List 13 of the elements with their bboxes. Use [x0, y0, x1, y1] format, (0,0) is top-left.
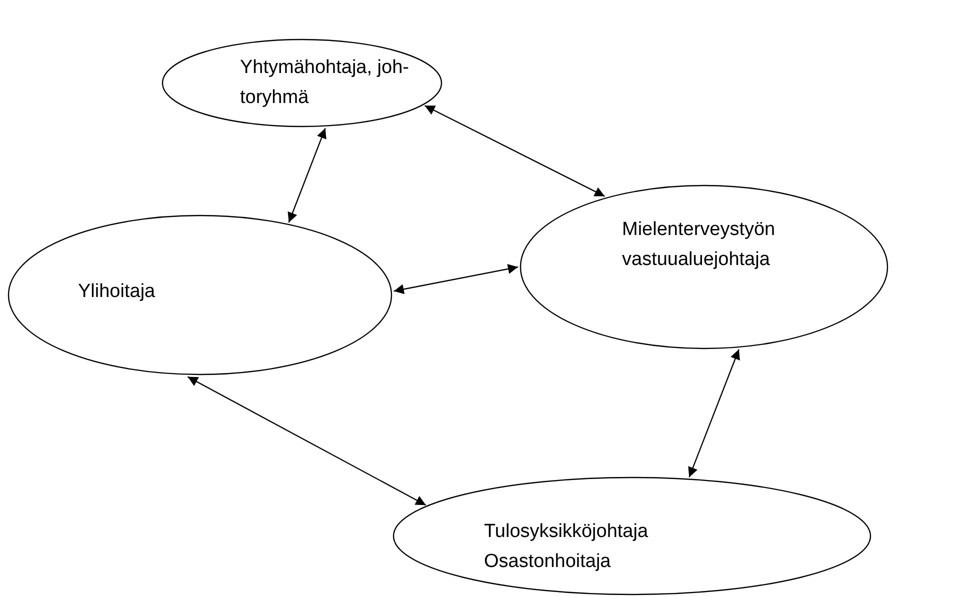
double-arrow [424, 105, 605, 197]
node-label: Tulosyksikköjohtaja Osastonhoitaja [484, 520, 650, 574]
node-label: Yhtymähohtaja, joh- toryhmä [240, 56, 410, 110]
node-label: Mielenterveystyön vastuualuejohtaja [622, 218, 776, 272]
double-arrow [688, 349, 740, 478]
double-arrow [187, 376, 426, 506]
double-arrow [394, 264, 518, 294]
node-label: Ylihoitaja [78, 280, 156, 304]
ellipse-node [8, 215, 392, 375]
ellipse-node [520, 185, 888, 349]
double-arrow [288, 128, 326, 223]
ellipse-node [393, 477, 871, 595]
ellipse-node [162, 39, 442, 127]
